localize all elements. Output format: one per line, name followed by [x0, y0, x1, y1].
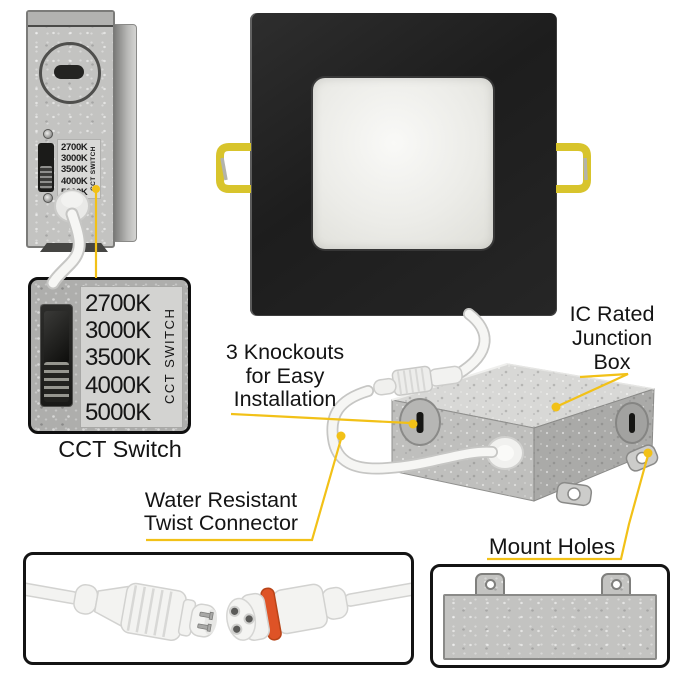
mount-tab — [475, 573, 505, 597]
male-connector — [26, 582, 218, 642]
annotation-line: IC Rated — [569, 302, 655, 326]
annotation-line: Installation — [233, 387, 337, 411]
callout-line-knockouts — [230, 412, 411, 425]
cable-grommet-center — [496, 445, 514, 461]
junction-mount-tab — [555, 481, 593, 507]
spring-clip-right — [556, 143, 591, 193]
junction-mount-tab — [625, 444, 659, 472]
cct-value: 4000K — [85, 371, 151, 399]
spring-clip-left — [216, 143, 251, 193]
annotation-line: Junction — [571, 326, 653, 350]
junction-box-front-face — [391, 399, 535, 502]
cct-value: 5000K — [85, 398, 151, 426]
annotation-mount-holes: Mount Holes — [488, 534, 616, 559]
fixture-screw — [43, 129, 53, 139]
knockout-right — [615, 402, 649, 444]
connector-socket — [243, 613, 255, 625]
closeup-label-plate: 2700K 3000K 3500K 4000K 5000K CCT SWITCH — [80, 286, 183, 428]
cct-switch-vertical-label: CCT SWITCH — [162, 307, 177, 405]
panel-light-black-frame — [250, 13, 557, 316]
knockout-front-slot — [416, 412, 424, 433]
mount-holes-photo — [430, 564, 670, 668]
mount-plate — [443, 594, 657, 660]
annotation-water-resistant-connector: Water Resistant Twist Connector — [120, 489, 322, 535]
annotation-line: for Easy — [245, 363, 325, 388]
junction-box-edge-highlight — [391, 363, 508, 401]
cct-value: 2700K — [85, 290, 151, 317]
cct-value-list: 2700K 3000K 3500K 4000K 5000K — [58, 140, 90, 198]
junction-box-front-texture — [392, 400, 534, 501]
fixture-housing-side-depth — [114, 24, 137, 242]
annotation-line: Box — [593, 350, 631, 374]
female-sockets — [228, 605, 255, 635]
annotation-line: Water Resistant — [144, 488, 298, 512]
cct-value: 3500K — [61, 164, 88, 176]
panel-supply-cable — [452, 308, 491, 380]
cct-value: 3500K — [85, 344, 151, 372]
junction-box-right-texture — [534, 389, 654, 501]
cct-switch-knob — [40, 166, 52, 189]
callout-dot-mount — [643, 448, 653, 458]
cct-switch-closeup-photo: 2700K 3000K 3500K 4000K 5000K CCT SWITCH — [28, 277, 191, 434]
twist-connector-barrel — [428, 365, 463, 387]
annotation-line: Twist Connector — [143, 511, 299, 535]
junction-box — [391, 363, 659, 507]
fixture-housing-side-view: 2700K 3000K 3500K 4000K 5000K CCT SWITCH — [26, 10, 115, 248]
fixture-knockout-slot — [54, 65, 84, 79]
spring-clip-right-wire — [583, 157, 588, 181]
twist-connectors-photo — [23, 552, 414, 665]
connector-pin — [206, 623, 212, 632]
cct-label-plate: 2700K 3000K 3500K 4000K 5000K CCT SWITCH — [57, 139, 101, 199]
closeup-cct-value-list: 2700K 3000K 3500K 4000K 5000K — [81, 287, 162, 427]
connector-pin — [208, 611, 214, 621]
annotation-knockouts: 3 Knockouts for Easy Installation — [193, 340, 377, 412]
cable-outline — [452, 308, 491, 380]
closeup-switch-slider — [40, 304, 73, 407]
led-lens — [313, 78, 493, 249]
callout-dot-ic-box — [551, 402, 561, 412]
female-cable — [343, 582, 411, 607]
callout-dot-knockouts — [408, 419, 418, 429]
connector-socket — [231, 623, 243, 635]
annotation-ic-junction-box: IC Rated Junction Box — [551, 302, 673, 374]
female-connector — [226, 582, 411, 641]
knockout-front — [399, 398, 441, 446]
cct-value: 3000K — [61, 153, 88, 165]
cct-switch-vertical-label: CCT SWITCH — [90, 146, 97, 191]
connector-socket — [228, 605, 241, 617]
fixture-top-flange — [28, 12, 113, 27]
spring-clip-left-wire — [220, 157, 228, 181]
cct-value: 2700K — [61, 142, 88, 153]
junction-mount-hole — [635, 451, 649, 465]
closeup-switch-ridges — [44, 362, 69, 402]
cable-grommet — [486, 436, 524, 470]
junction-mount-hole — [567, 487, 581, 501]
cct-value: 4000K — [61, 175, 88, 187]
annotation-line: 3 Knockouts — [225, 340, 345, 364]
male-threads — [126, 585, 173, 638]
mount-tab-hole — [485, 579, 496, 590]
callout-dot-water — [336, 431, 346, 441]
fixture-screw — [43, 193, 53, 203]
closeup-switch-knob — [44, 311, 69, 363]
twist-connector-nut — [391, 365, 433, 396]
fixture-knockout-circle — [39, 42, 101, 104]
knockout-right-slot — [629, 413, 635, 433]
twist-connector — [373, 365, 463, 396]
callout-line-ic-box — [557, 372, 629, 408]
cct-switch-slider — [38, 143, 54, 192]
annotation-cct-switch-caption: CCT Switch — [58, 436, 182, 462]
cct-value: 3000K — [85, 317, 151, 345]
cable-core — [453, 309, 489, 379]
connectors-drawing — [26, 582, 411, 642]
male-pins — [197, 611, 214, 632]
junction-box-right-face — [533, 388, 655, 502]
male-cable — [26, 582, 80, 605]
cct-value: 5000K — [61, 186, 88, 198]
fixture-bottom-foot — [40, 243, 108, 252]
twist-connector-ribs — [396, 367, 426, 395]
mount-tab-hole — [611, 579, 622, 590]
